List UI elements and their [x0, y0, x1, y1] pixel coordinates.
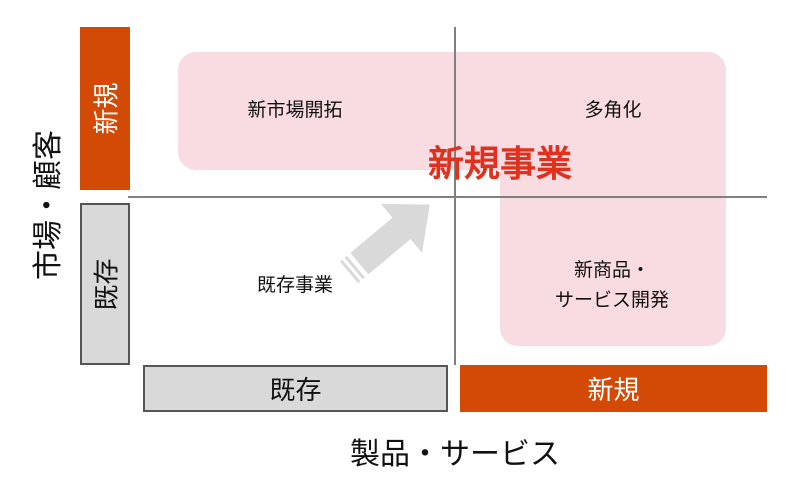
x-category-new: 新規: [460, 365, 767, 412]
y-category-existing: 既存: [80, 203, 130, 365]
y-category-existing-label: 既存: [92, 257, 123, 311]
product-development-line1: 新商品・: [573, 259, 651, 281]
quadrant-existing-business: 既存事業: [256, 274, 334, 296]
x-axis-label: 製品・サービス: [350, 437, 560, 472]
x-category-new-label: 新規: [587, 376, 640, 406]
y-category-new-label: 新規: [92, 82, 123, 135]
quadrant-market-development: 新市場開拓: [247, 99, 343, 121]
quadrant-product-development: 新商品・ サービス開発: [555, 255, 669, 315]
new-business-area: [178, 52, 726, 346]
y-axis-label: 市場・顧客: [31, 130, 66, 280]
y-category-new: 新規: [80, 27, 130, 190]
product-development-line2: サービス開発: [554, 289, 670, 311]
new-business-label: 新規事業: [427, 144, 573, 185]
x-category-existing: 既存: [143, 365, 448, 412]
x-category-existing-label: 既存: [269, 376, 322, 406]
quadrant-diversification: 多角化: [584, 99, 642, 121]
growth-arrow: [340, 203, 430, 284]
